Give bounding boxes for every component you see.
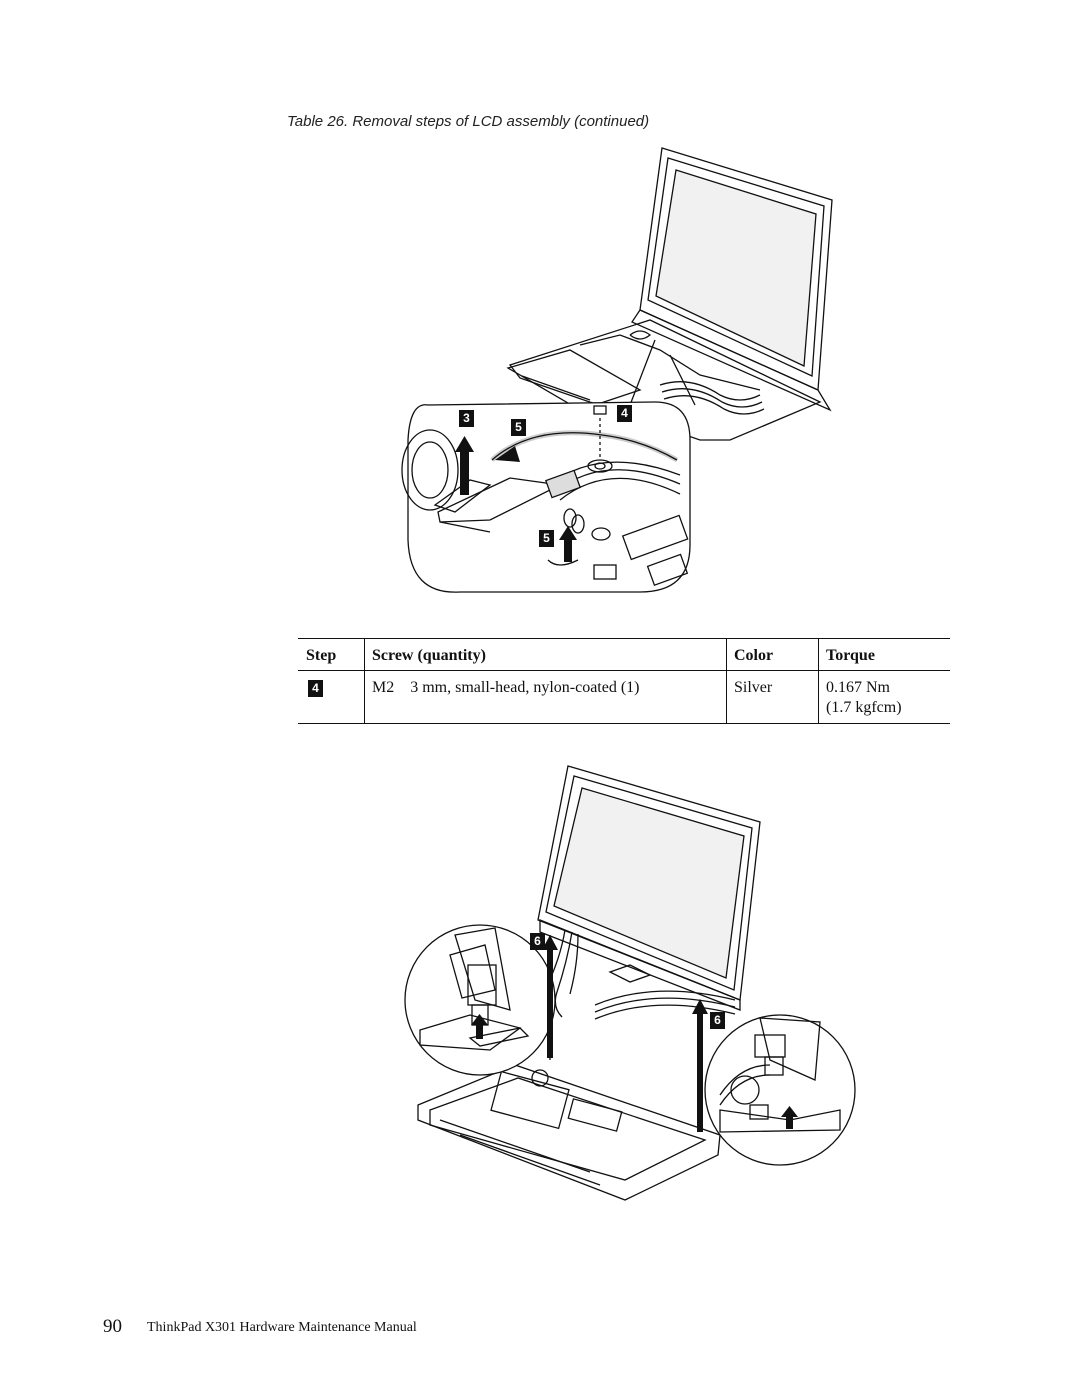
table-caption: Table 26. Removal steps of LCD assembly …: [287, 113, 650, 130]
header-color: Color: [734, 647, 774, 664]
header-screw: Screw (quantity): [372, 647, 486, 664]
page-number: 90: [103, 1316, 122, 1337]
table-divider: [726, 638, 727, 723]
torque-nm: 0.167 Nm: [826, 679, 890, 696]
step-4-badge: 4: [308, 680, 323, 697]
lcd-removal-illustration-bottom: [400, 760, 860, 1210]
callout-5a: 5: [511, 419, 526, 436]
screw-color: Silver: [734, 679, 773, 696]
table-divider: [818, 638, 819, 723]
callout-3: 3: [459, 410, 474, 427]
header-step: Step: [306, 647, 337, 664]
header-torque: Torque: [826, 647, 875, 664]
table-rule-bottom: [298, 723, 950, 724]
callout-5b: 5: [539, 530, 554, 547]
table-rule-header: [298, 670, 950, 671]
table-divider: [364, 638, 365, 723]
screw-spec: M2 3 mm, small-head, nylon-coated (1): [372, 679, 640, 696]
torque-kgfcm: (1.7 kgfcm): [826, 699, 902, 716]
table-rule-top: [298, 638, 950, 639]
callout-6a: 6: [530, 933, 545, 950]
lcd-removal-illustration-top: [400, 140, 840, 600]
callout-6b: 6: [710, 1012, 725, 1029]
manual-title: ThinkPad X301 Hardware Maintenance Manua…: [147, 1320, 417, 1335]
callout-4: 4: [617, 405, 632, 422]
